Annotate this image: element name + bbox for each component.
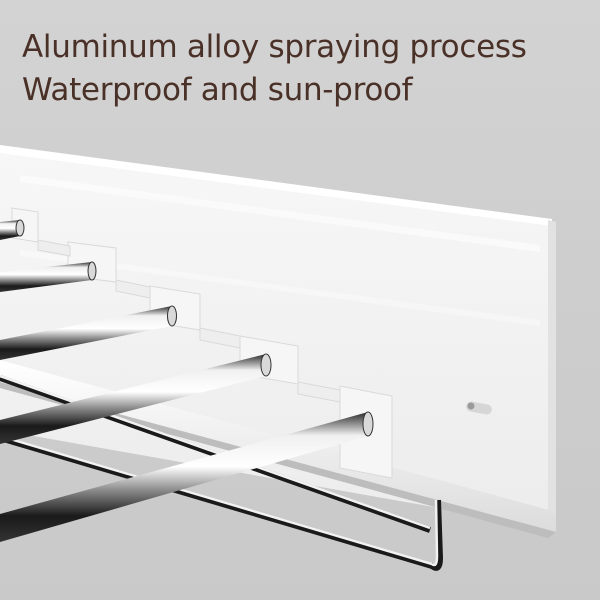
chrome-rod-3 [0, 305, 177, 360]
chrome-rod-5 [0, 411, 374, 542]
headline-line-1: Aluminum alloy spraying process [22, 29, 527, 65]
headline: Aluminum alloy spraying process Waterpro… [22, 26, 527, 112]
headline-line-2: Waterproof and sun-proof [22, 72, 413, 108]
mounting-slot [466, 401, 492, 415]
rack-back-panel [0, 145, 556, 530]
chrome-rods [0, 219, 374, 542]
chrome-rod-1 [0, 219, 25, 240]
chrome-rod-4 [0, 353, 272, 444]
chrome-rod-2 [0, 261, 97, 292]
